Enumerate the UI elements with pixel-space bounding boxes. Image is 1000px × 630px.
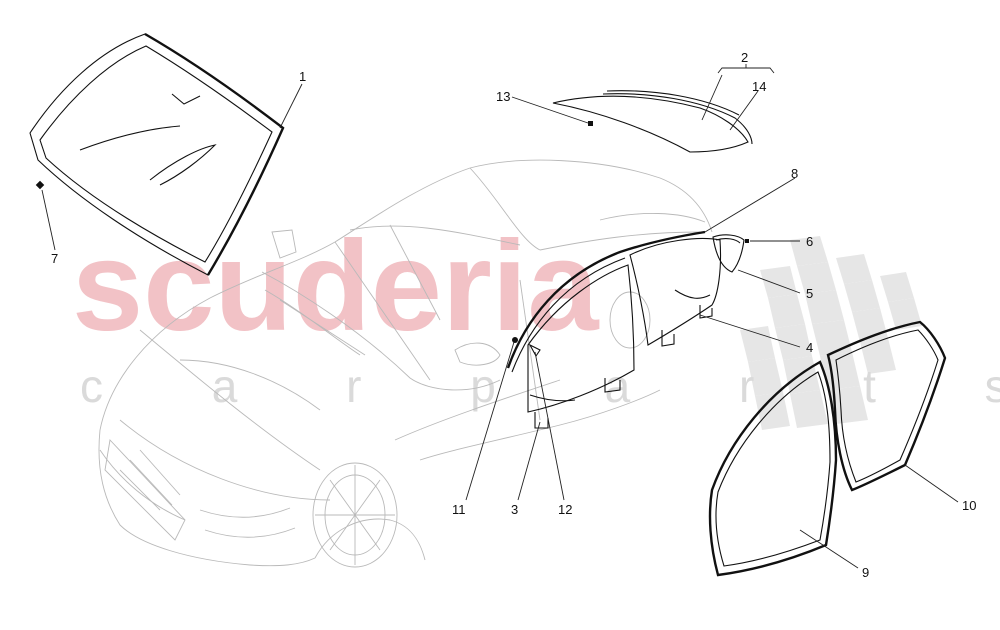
rear-door-glass [629, 238, 722, 347]
watermark-brand: scuderia [72, 215, 599, 358]
front-door-seal [708, 360, 838, 577]
callout-2: 2 [741, 50, 748, 65]
callout-5: 5 [806, 286, 813, 301]
leader-lines [41, 64, 959, 569]
callout-8: 8 [791, 166, 798, 181]
watermark-subtitle: c a r p a r t s [80, 360, 1000, 412]
callout-4: 4 [806, 340, 813, 355]
callout-3: 3 [511, 502, 518, 517]
callout-11: 11 [452, 502, 466, 517]
callout-7: 7 [51, 251, 58, 266]
callout-labels: 1 2 3 4 5 6 7 8 9 10 11 12 13 14 [51, 50, 976, 580]
rear-door-seal [826, 320, 947, 492]
checkered-flag-watermark [740, 236, 922, 430]
callout-13: 13 [496, 89, 510, 104]
mirror-clips [512, 337, 541, 358]
callout-6: 6 [806, 234, 813, 249]
callout-10: 10 [962, 498, 976, 513]
roof-seal-trim [506, 230, 706, 373]
callout-12: 12 [558, 502, 572, 517]
quarter-glass [712, 234, 749, 273]
callout-9: 9 [862, 565, 869, 580]
sensor-clip [35, 180, 45, 190]
windscreen [29, 32, 285, 276]
callout-14: 14 [752, 79, 766, 94]
front-door-glass [527, 264, 635, 429]
car-outline [98, 159, 713, 568]
callout-1: 1 [299, 69, 306, 84]
rear-window [552, 90, 753, 153]
